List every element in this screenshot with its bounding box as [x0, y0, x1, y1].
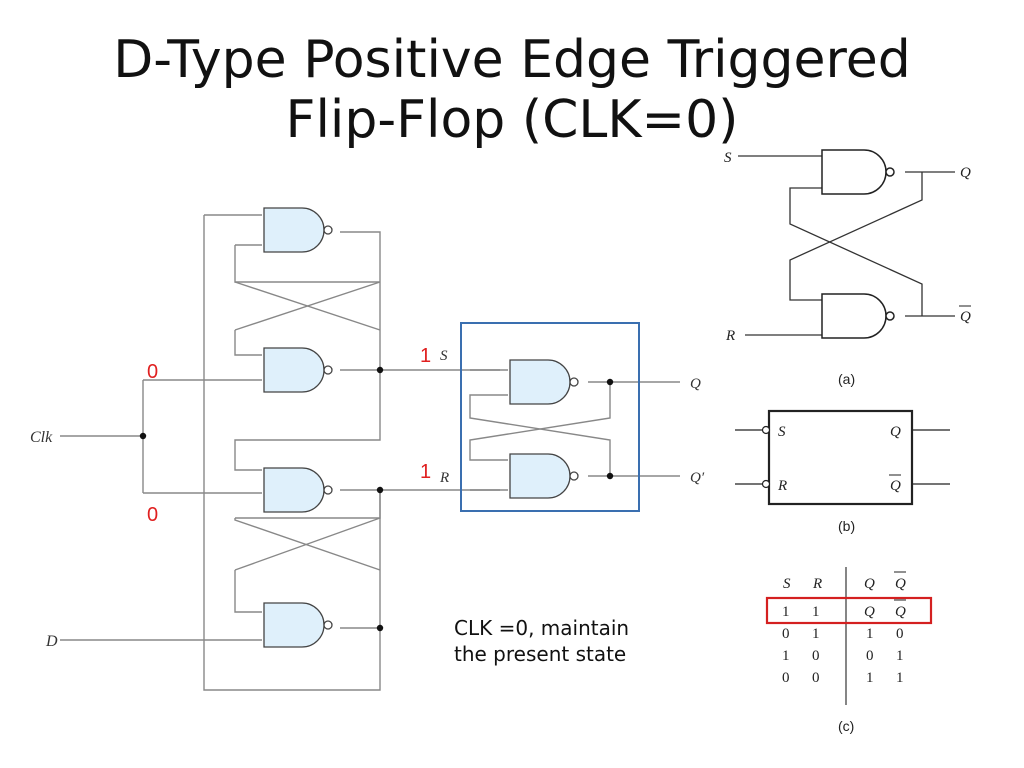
- q-label: Q: [690, 376, 701, 392]
- table-cell: 0: [896, 626, 904, 642]
- table-header-q: Q: [864, 576, 875, 592]
- table-header-r: R: [812, 576, 822, 592]
- fig-c-caption: (c): [838, 718, 854, 734]
- note-line-1: CLK =0, maintain: [454, 616, 630, 640]
- table-header-s: S: [783, 576, 791, 592]
- table-cell: 0: [782, 670, 790, 686]
- r-value: 1: [420, 461, 431, 483]
- fig-b: [735, 409, 950, 506]
- qprime-label: Q′: [690, 470, 705, 486]
- table-cell: 1: [812, 626, 820, 642]
- table-cell: 0: [812, 670, 820, 686]
- fig-a: [738, 155, 955, 336]
- fig-a-caption: (a): [838, 371, 855, 387]
- table-cell: 0: [782, 626, 790, 642]
- nand-gate-4: [263, 602, 333, 648]
- note-text: CLK =0, maintain the present state: [454, 615, 684, 667]
- title-line-1: D-Type Positive Edge Triggered: [113, 30, 911, 90]
- main-circuit: [60, 214, 680, 691]
- fig-a-q-label: Q: [960, 165, 971, 181]
- fig-b-q-label: Q: [890, 424, 901, 440]
- nand-gate-3: [263, 467, 333, 513]
- fig-b-r-label: R: [777, 478, 787, 494]
- nand-gate-6: [509, 453, 579, 499]
- fig-a-qbar-label: Q: [960, 309, 971, 325]
- table-cell: Q: [895, 604, 906, 620]
- main-gates: [263, 207, 579, 648]
- table-highlight-row: [765, 596, 933, 625]
- table-cell: 1: [782, 648, 790, 664]
- table-cell: Q: [864, 604, 875, 620]
- table-cell: 0: [866, 648, 874, 664]
- table-cell: 1: [812, 604, 820, 620]
- nand-gate-2: [263, 347, 333, 393]
- table-cell: 1: [866, 626, 874, 642]
- table-cell: 1: [896, 670, 904, 686]
- junction-dots: [139, 366, 614, 632]
- fig-b-qbar-label: Q: [890, 478, 901, 494]
- nand-gate-1: [263, 207, 333, 253]
- fig-a-s-label: S: [724, 150, 732, 166]
- clk-label: Clk: [30, 429, 53, 446]
- table-cell: 0: [812, 648, 820, 664]
- fig-a-gate-top: [821, 149, 895, 195]
- d-label: D: [45, 633, 58, 650]
- fig-a-gates: [821, 149, 895, 339]
- fig-b-s-label: S: [778, 424, 786, 440]
- fig-c-table: [772, 567, 930, 705]
- table-cell: 1: [866, 670, 874, 686]
- table-cell: 1: [896, 648, 904, 664]
- clk-upper-value: 0: [147, 361, 158, 383]
- s-value: 1: [420, 345, 431, 367]
- fig-a-gate-bottom: [821, 293, 895, 339]
- title-line-2: Flip-Flop (CLK=0): [285, 90, 739, 150]
- outer-feedback-wire: [203, 215, 381, 691]
- table-header-qbar: Q: [895, 576, 906, 592]
- sr-latch-highlight-box: [460, 322, 640, 512]
- r-label: R: [439, 470, 449, 486]
- slide-title: D-Type Positive Edge Triggered Flip-Flop…: [0, 30, 1024, 150]
- fig-b-caption: (b): [838, 518, 855, 534]
- fig-a-r-label: R: [725, 328, 735, 344]
- nand-gate-5: [509, 359, 579, 405]
- clk-lower-value: 0: [147, 504, 158, 526]
- s-label: S: [440, 348, 448, 364]
- note-line-2: the present state: [454, 642, 627, 666]
- fig-c-cells: S R Q Q 1 1 Q Q 0 1 1 0 1 0 0 1 0 0 1 1: [782, 576, 906, 686]
- table-cell: 1: [782, 604, 790, 620]
